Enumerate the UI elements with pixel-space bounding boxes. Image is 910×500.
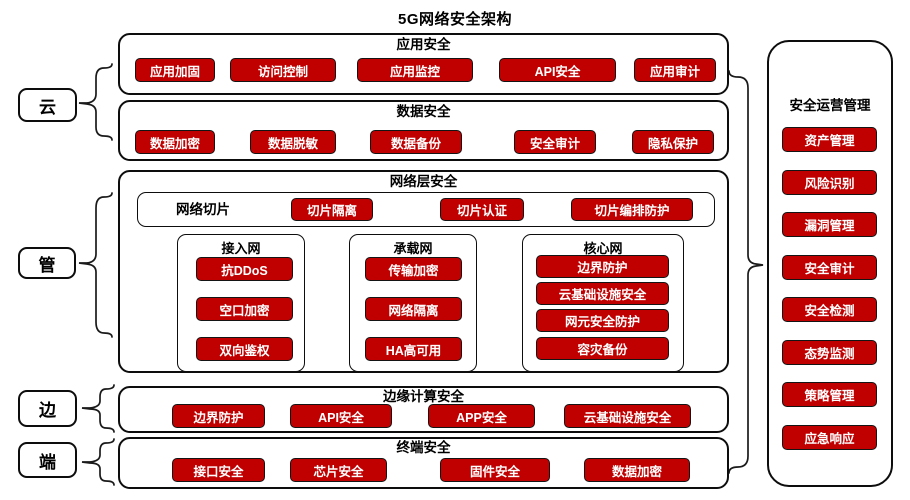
node-data-encryption: 数据加密	[135, 130, 215, 154]
box-network-slicing: 网络切片 切片隔离 切片认证 切片编排防护	[137, 192, 715, 227]
node-firmware-security: 固件安全	[440, 458, 550, 482]
node-network-isolation: 网络隔离	[365, 297, 462, 321]
box-bearer-network-title: 承载网	[393, 241, 433, 256]
node-disaster-recovery-backup: 容灾备份	[536, 337, 669, 360]
node-asset-mgmt: 资产管理	[782, 127, 877, 152]
node-edge-border-protection: 边界防护	[172, 404, 265, 428]
section-app-security: 应用安全 应用加固 访问控制 应用监控 API安全 应用审计	[118, 33, 729, 95]
section-data-security-title: 数据安全	[396, 104, 451, 119]
diagram-title: 5G网络安全架构	[397, 11, 512, 28]
node-access-control: 访问控制	[230, 58, 336, 82]
node-anti-ddos: 抗DDoS	[196, 257, 293, 281]
section-network-security: 网络层安全 网络切片 切片隔离 切片认证 切片编排防护 接入网 抗DDoS 空口…	[118, 170, 729, 373]
node-security-audit: 安全审计	[514, 130, 596, 154]
node-ne-security-protection: 网元安全防护	[536, 309, 669, 332]
node-transmission-encryption: 传输加密	[365, 257, 462, 281]
section-edge-security-title: 边缘计算安全	[383, 389, 464, 404]
node-vuln-mgmt: 漏洞管理	[782, 212, 877, 237]
label-edge-text: 边	[39, 401, 56, 420]
node-mutual-authentication: 双向鉴权	[196, 337, 293, 361]
node-app-monitoring: 应用监控	[357, 58, 473, 82]
node-interface-security: 接口安全	[172, 458, 265, 482]
box-core-network-title: 核心网	[583, 241, 623, 256]
node-ops-security-audit: 安全审计	[782, 255, 877, 280]
node-slice-orchestration-protection: 切片编排防护	[571, 198, 693, 221]
box-bearer-network: 承载网 传输加密 网络隔离 HA高可用	[349, 234, 477, 372]
section-app-security-title: 应用安全	[396, 37, 451, 52]
node-emergency-response: 应急响应	[782, 425, 877, 450]
brace-ops	[728, 70, 764, 474]
section-terminal-security: 终端安全 接口安全 芯片安全 固件安全 数据加密	[118, 437, 729, 489]
section-terminal-security-title: 终端安全	[396, 440, 451, 455]
node-data-masking: 数据脱敏	[250, 130, 336, 154]
node-situation-monitoring: 态势监测	[782, 340, 877, 365]
box-core-network: 核心网 边界防护 云基础设施安全 网元安全防护 容灾备份	[522, 234, 684, 372]
label-edge: 边	[18, 390, 77, 427]
network-slicing-label: 网络切片	[176, 202, 230, 217]
node-privacy-protection: 隐私保护	[632, 130, 714, 154]
node-app-audit: 应用审计	[634, 58, 716, 82]
label-pipe: 管	[18, 247, 76, 279]
label-device-text: 端	[39, 452, 56, 472]
brace-device	[81, 438, 115, 486]
panel-security-operations-title: 安全运营管理	[789, 98, 871, 113]
label-cloud: 云	[18, 88, 77, 122]
node-air-interface-encryption: 空口加密	[196, 297, 293, 321]
node-policy-mgmt: 策略管理	[782, 382, 877, 407]
node-border-protection: 边界防护	[536, 255, 669, 278]
node-security-detection: 安全检测	[782, 297, 877, 322]
node-api-security: API安全	[499, 58, 616, 82]
box-access-network-title: 接入网	[221, 241, 261, 256]
node-data-backup: 数据备份	[370, 130, 462, 154]
label-pipe-text: 管	[38, 255, 56, 275]
node-risk-identification: 风险识别	[782, 170, 877, 195]
node-cloud-infra-security: 云基础设施安全	[536, 282, 669, 305]
section-edge-security: 边缘计算安全 边界防护 API安全 APP安全 云基础设施安全	[118, 386, 729, 433]
section-network-security-title: 网络层安全	[389, 174, 458, 189]
panel-security-operations: 安全运营管理 资产管理 风险识别 漏洞管理 安全审计 安全检测 态势监测 策略管…	[767, 40, 893, 487]
node-ha-high-availability: HA高可用	[365, 337, 462, 361]
node-edge-app-security: APP安全	[428, 404, 535, 428]
node-edge-api-security: API安全	[290, 404, 392, 428]
node-app-hardening: 应用加固	[135, 58, 215, 82]
label-cloud-text: 云	[39, 97, 56, 117]
node-slice-authentication: 切片认证	[440, 198, 524, 221]
brace-cloud	[78, 63, 113, 141]
node-terminal-data-encryption: 数据加密	[584, 458, 690, 482]
box-access-network: 接入网 抗DDoS 空口加密 双向鉴权	[177, 234, 305, 372]
node-edge-cloud-infra-security: 云基础设施安全	[564, 404, 691, 428]
label-device: 端	[18, 442, 77, 478]
node-chip-security: 芯片安全	[290, 458, 387, 482]
brace-pipe	[78, 192, 113, 338]
node-slice-isolation: 切片隔离	[291, 198, 373, 221]
brace-edge	[81, 384, 115, 433]
section-data-security: 数据安全 数据加密 数据脱敏 数据备份 安全审计 隐私保护	[118, 100, 729, 161]
